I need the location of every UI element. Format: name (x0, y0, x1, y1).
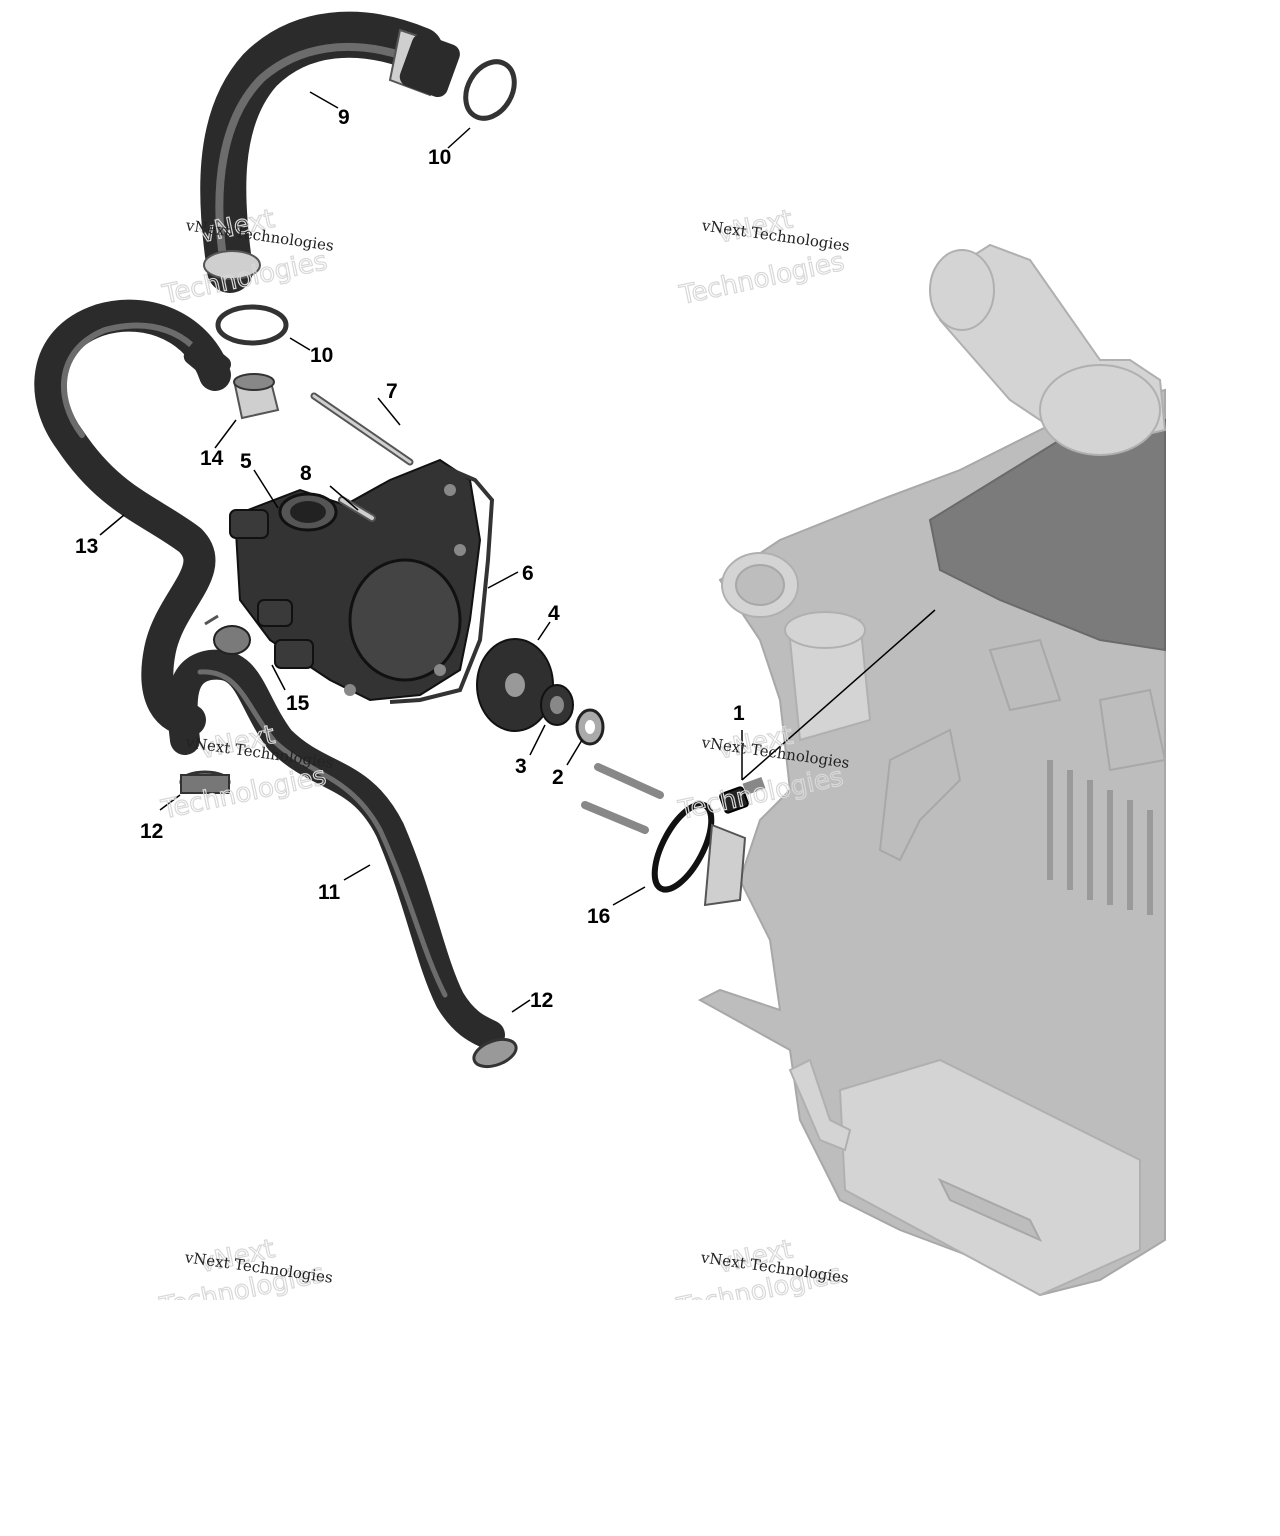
svg-text:Technologies: Technologies (158, 761, 329, 825)
hose-clamp-12-left (179, 770, 231, 794)
pump-gasket (389, 463, 495, 704)
coolant-hose-11 (167, 649, 505, 1050)
mechanical-seal (540, 684, 574, 726)
leader-lines (99, 91, 936, 1013)
callout-10-upper: 10 (428, 146, 451, 169)
callout-6: 6 (522, 562, 534, 585)
callout-16: 16 (587, 905, 610, 928)
drain-plug (204, 614, 251, 655)
hose-clamp-10-upper (463, 59, 517, 121)
thermostat-o-ring (651, 801, 747, 907)
callout-12-right: 12 (530, 989, 553, 1012)
cooling-fins (1047, 760, 1153, 915)
callout-3: 3 (515, 755, 527, 778)
callout-12-left: 12 (140, 820, 163, 843)
callout-5: 5 (240, 450, 252, 473)
blank-footer-area (0, 1300, 1280, 1536)
coolant-hose-13 (34, 299, 231, 736)
thermostat-bolts (581, 763, 664, 834)
callout-1: 1 (733, 702, 745, 725)
watermark-top-right: vNext Technologies vNext Technologies (676, 204, 851, 312)
callout-2: 2 (552, 766, 564, 789)
callout-11: 11 (318, 881, 341, 904)
water-pump-housing (229, 458, 482, 702)
engine-block (697, 243, 1167, 1297)
hose-clamp-12-right (472, 1037, 518, 1069)
callout-14: 14 (200, 447, 224, 470)
callout-9: 9 (338, 106, 350, 129)
callout-13: 13 (75, 535, 98, 558)
callout-4: 4 (548, 602, 560, 625)
coolant-hose-upper (200, 11, 460, 293)
hose-clamp-10-lower (215, 304, 289, 346)
callout-labels: 1 2 3 4 5 6 7 8 9 10 10 11 12 12 13 14 1… (75, 106, 745, 1012)
impeller (476, 638, 554, 732)
temperature-sensor (719, 776, 766, 814)
oil-seal (575, 708, 605, 746)
svg-text:Technologies: Technologies (676, 247, 847, 311)
callout-10-lower: 10 (310, 344, 333, 367)
callout-15: 15 (286, 692, 310, 715)
callout-8: 8 (300, 462, 312, 485)
long-bolt (310, 392, 414, 466)
callout-7: 7 (386, 380, 398, 403)
hose-clamp-14 (233, 373, 280, 420)
